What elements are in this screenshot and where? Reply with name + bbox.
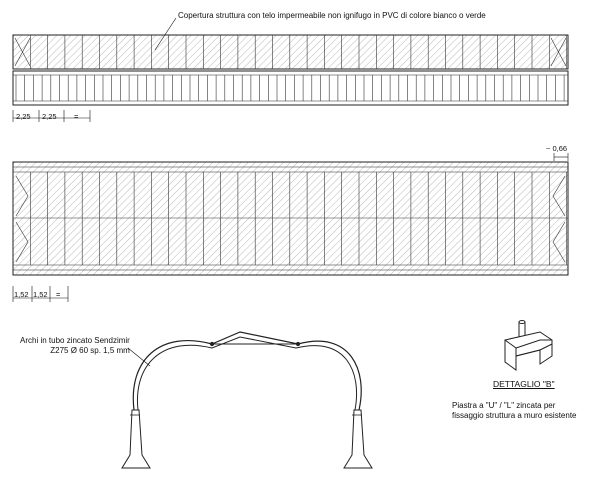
cover-note-leader (154, 17, 177, 51)
plan-dim-a: 1,52 (14, 290, 29, 299)
detail-b-bracket (504, 320, 553, 371)
arches-note-line2: Z275 Ø 60 sp. 1,5 mm (50, 346, 130, 355)
plan-dim-b: 1,52 (33, 290, 48, 299)
arch-section (121, 331, 373, 469)
plan-view (12, 161, 569, 276)
overhang-dimension (553, 153, 569, 161)
detail-b-note-line1: Piastra a "U" / "L" zincata per (452, 401, 556, 410)
cover-note-label: Copertura struttura con telo impermeabil… (178, 11, 486, 20)
arches-note-leader (127, 347, 151, 367)
arches-note: Archi in tubo zincato Sendzimir Z275 Ø 6… (20, 336, 130, 356)
top-dim-a: 2,25 (16, 112, 31, 121)
top-elevation-cover (12, 34, 569, 70)
arches-note-line1: Archi in tubo zincato Sendzimir (20, 336, 130, 345)
detail-b-note: Piastra a "U" / "L" zincata per fissaggi… (452, 401, 577, 421)
plan-dimension-line (12, 286, 69, 302)
detail-b-title: DETTAGLIO "B" (493, 379, 555, 389)
top-dim-b: 2,25 (42, 112, 57, 121)
top-elevation-arches (12, 70, 569, 106)
top-dim-eq: = (74, 112, 79, 121)
detail-b-note-line2: fissaggio struttura a muro esistente (452, 411, 577, 420)
plan-dim-eq: = (56, 290, 61, 299)
overhang-dim: ~ 0,66 (546, 144, 568, 153)
top-dimension-line (12, 110, 91, 122)
